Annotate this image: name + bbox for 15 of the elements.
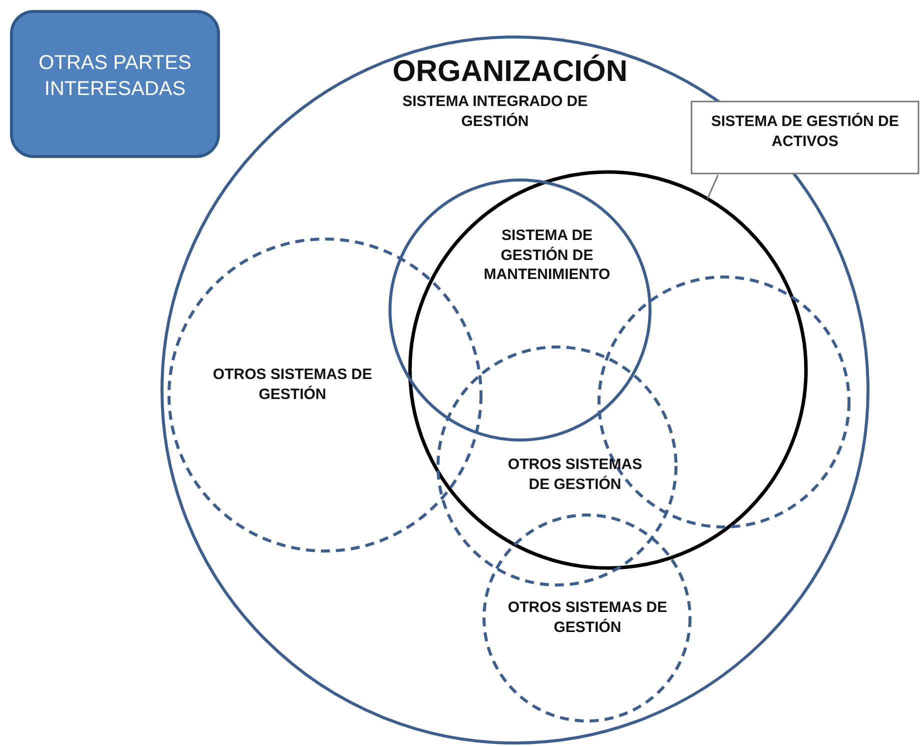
asset-system-circle	[408, 170, 808, 570]
node-title: OTROS SISTEMAS DE GESTIÓN	[212, 365, 374, 404]
callout-box	[690, 100, 920, 175]
management-system-circle	[482, 513, 692, 723]
maintenance-system-circle	[388, 178, 652, 442]
node-title: ORGANIZACIÓN	[392, 53, 628, 90]
stakeholder-box	[10, 10, 220, 158]
node-title: SISTEMA DE GESTIÓN DE MANTENIMIENTO	[482, 226, 612, 284]
node-subtitle: SISTEMA INTEGRADO DE GESTIÓN	[401, 92, 589, 131]
node-title: OTROS SISTEMAS DE GESTIÓN	[506, 455, 644, 494]
management-system-circle	[436, 345, 678, 587]
node-title: SISTEMA DE GESTIÓN DE ACTIVOS	[710, 112, 900, 151]
node-title: OTRAS PARTES INTERESADAS	[38, 51, 192, 102]
node-title: OTROS SISTEMAS DE GESTIÓN	[506, 598, 668, 637]
management-system-circle	[167, 237, 483, 553]
